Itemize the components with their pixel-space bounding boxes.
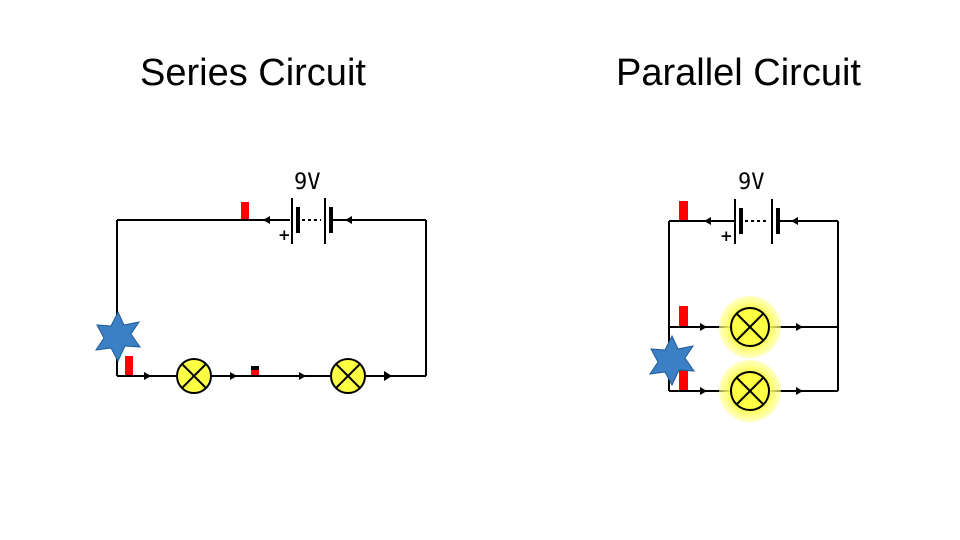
series-battery: [291, 198, 333, 244]
parallel-current-arrows: [700, 217, 803, 395]
parallel-battery-plus: +: [720, 227, 733, 245]
series-bulb-2: [330, 358, 366, 394]
parallel-marker-top: [679, 201, 688, 220]
series-marker-bottom-mid: [251, 366, 259, 375]
parallel-marker-branch-1: [679, 306, 688, 326]
series-circuit: [116, 198, 427, 394]
parallel-bulb-1: [719, 296, 781, 358]
series-marker-top: [241, 202, 249, 219]
series-battery-plus: +: [278, 226, 291, 244]
series-battery-label: 9V: [294, 170, 321, 195]
series-current-arrows: [144, 216, 392, 381]
series-marker-bottom-left: [125, 356, 133, 375]
series-spark-icon: [94, 310, 142, 363]
series-circuit-title: Series Circuit: [140, 52, 366, 94]
parallel-spark-icon: [648, 334, 696, 387]
parallel-circuit-title: Parallel Circuit: [616, 52, 861, 94]
parallel-battery: [734, 199, 780, 244]
parallel-bulb-2: [719, 360, 781, 422]
parallel-marker-branch-2: [679, 370, 688, 390]
parallel-battery-label: 9V: [738, 170, 765, 195]
series-bulb-1: [176, 358, 212, 394]
